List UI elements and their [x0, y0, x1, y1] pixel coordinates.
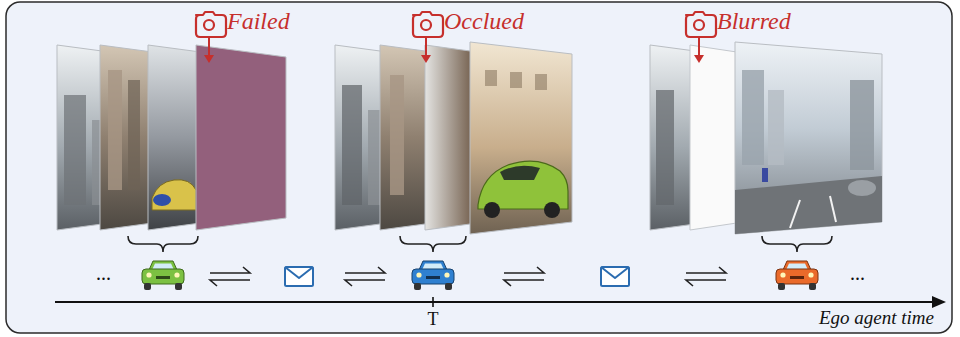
ellipsis-label: ... [96, 262, 111, 284]
exchange-arrows [210, 267, 726, 286]
panel [6, 2, 952, 333]
camera-fault-label: Failed [227, 8, 290, 34]
car-icon [142, 261, 184, 290]
car-icon [412, 261, 454, 290]
camera-fault-label-box: Failed [227, 8, 290, 36]
camera-fault-label: Occlued [444, 8, 524, 34]
camera-fault-label: Blurred [717, 8, 791, 34]
ellipsis-label-box: ... [850, 262, 865, 285]
time-axis [55, 296, 946, 308]
frame-stack-1 [57, 45, 286, 230]
axis-label-box: Ego agent time [819, 307, 934, 329]
time-mark-label-box: T [428, 309, 439, 330]
time-mark-label: T [428, 309, 439, 329]
ellipsis-label-box: ... [96, 262, 111, 285]
axis-label: Ego agent time [819, 307, 934, 328]
frame-stack-3 [650, 42, 882, 234]
braces [128, 236, 832, 252]
camera-fault-label-box: Blurred [717, 8, 791, 36]
car-icon [776, 261, 818, 290]
ellipsis-label: ... [850, 262, 865, 284]
camera-fault-label-box: Occlued [444, 8, 524, 36]
pointer-arrows [204, 38, 704, 63]
message-icons [285, 267, 629, 286]
frame-stack-2 [335, 42, 572, 234]
